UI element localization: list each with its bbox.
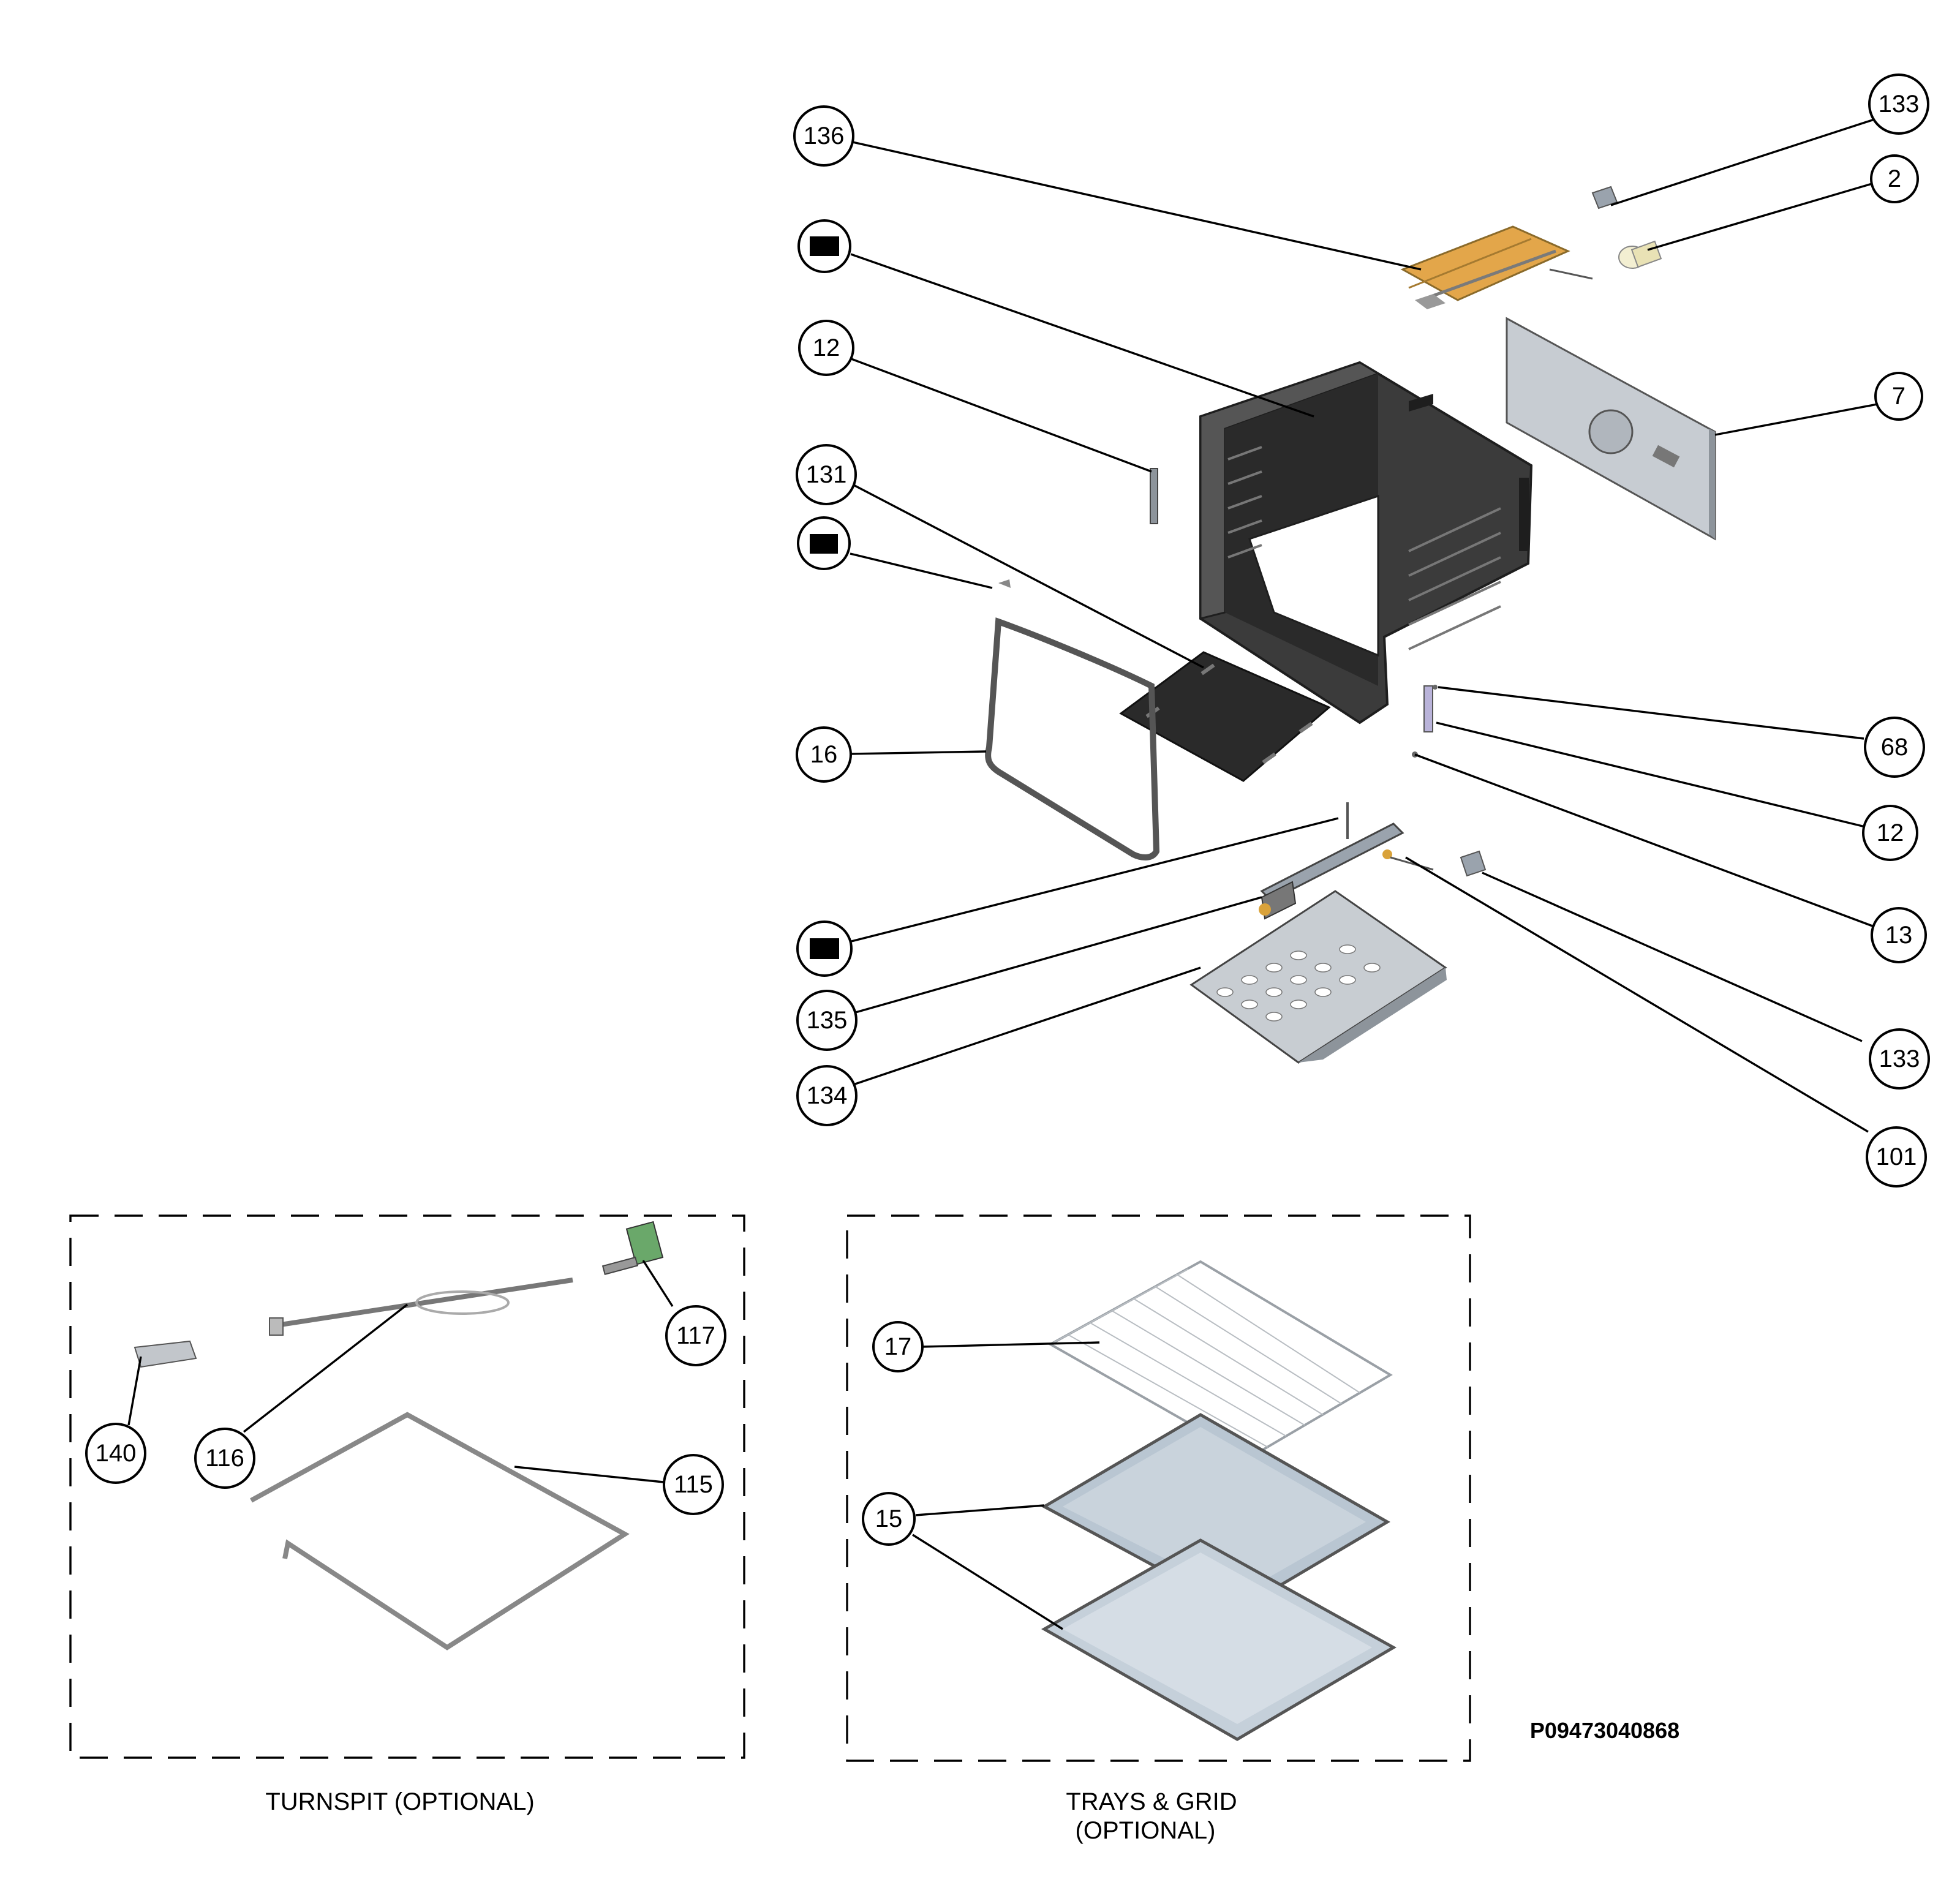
rear-panel-part bbox=[1506, 317, 1716, 541]
clip-lower-part bbox=[1460, 850, 1487, 877]
callout-12-lower: 12 bbox=[1862, 805, 1918, 861]
svg-text:68: 68 bbox=[1881, 734, 1909, 761]
callout-unnumbered-1 bbox=[797, 219, 851, 273]
svg-text:13: 13 bbox=[1885, 922, 1913, 949]
turnspit-dashed-box bbox=[69, 1214, 745, 1759]
svg-text:117: 117 bbox=[676, 1322, 715, 1349]
turnspit-motor bbox=[601, 1221, 664, 1275]
side-bracket-part bbox=[1412, 685, 1438, 758]
callout-131: 131 bbox=[796, 444, 857, 505]
svg-text:140: 140 bbox=[96, 1440, 137, 1467]
callout-7: 7 bbox=[1874, 372, 1923, 421]
top-heater-element bbox=[1400, 225, 1593, 309]
trays-caption-line2: (OPTIONAL) bbox=[1076, 1817, 1216, 1844]
callout-unnumbered-3 bbox=[796, 920, 853, 977]
oven-cavity bbox=[1199, 361, 1533, 725]
callout-68: 68 bbox=[1864, 717, 1925, 778]
svg-text:101: 101 bbox=[1876, 1143, 1917, 1170]
door-seal-gasket bbox=[985, 617, 1160, 860]
svg-text:131: 131 bbox=[806, 461, 847, 488]
svg-text:2: 2 bbox=[1888, 165, 1901, 192]
callout-117: 117 bbox=[665, 1305, 726, 1366]
bottom-tray-part bbox=[1189, 890, 1447, 1064]
svg-text:135: 135 bbox=[807, 1007, 848, 1034]
leader-lines bbox=[127, 118, 1878, 1630]
svg-text:116: 116 bbox=[205, 1445, 244, 1472]
svg-text:7: 7 bbox=[1892, 383, 1905, 410]
svg-text:15: 15 bbox=[875, 1505, 903, 1532]
drawing-code: P09473040868 bbox=[1530, 1718, 1679, 1743]
callout-15: 15 bbox=[862, 1492, 916, 1546]
bracket-part-upper bbox=[1150, 468, 1158, 524]
callout-133-lower: 133 bbox=[1869, 1028, 1930, 1090]
turnspit-caption: TURNSPIT (OPTIONAL) bbox=[265, 1788, 534, 1815]
wire-grid bbox=[1047, 1260, 1393, 1459]
svg-text:16: 16 bbox=[810, 741, 838, 768]
callout-136: 136 bbox=[793, 105, 854, 167]
svg-text:133: 133 bbox=[1879, 1045, 1920, 1072]
svg-text:133: 133 bbox=[1879, 91, 1920, 118]
svg-text:134: 134 bbox=[807, 1082, 848, 1109]
callout-133-top: 133 bbox=[1868, 73, 1929, 135]
callout-13: 13 bbox=[1871, 907, 1927, 963]
svg-text:115: 115 bbox=[674, 1471, 713, 1498]
rear-wall-plate bbox=[1119, 651, 1331, 782]
callout-101: 101 bbox=[1866, 1126, 1927, 1188]
callout-2: 2 bbox=[1870, 154, 1919, 203]
callout-unnumbered-2 bbox=[797, 516, 851, 570]
callout-115: 115 bbox=[663, 1454, 724, 1515]
svg-text:136: 136 bbox=[804, 122, 845, 149]
turnspit-skewer bbox=[269, 1278, 573, 1336]
callout-17: 17 bbox=[872, 1321, 924, 1372]
svg-text:17: 17 bbox=[884, 1333, 912, 1360]
callout-135: 135 bbox=[796, 990, 858, 1051]
trays-caption-line1: TRAYS & GRID bbox=[1066, 1788, 1237, 1815]
baking-tray-lower bbox=[1041, 1538, 1397, 1741]
turnspit-handle bbox=[134, 1340, 197, 1368]
lamp-holder-part bbox=[1618, 240, 1662, 269]
svg-text:12: 12 bbox=[813, 334, 840, 361]
svg-text:12: 12 bbox=[1877, 819, 1904, 846]
trays-dashed-box bbox=[846, 1214, 1471, 1762]
turnspit-frame bbox=[250, 1412, 630, 1651]
callout-140: 140 bbox=[85, 1423, 146, 1484]
bottom-heater-element bbox=[1259, 802, 1434, 920]
callout-134: 134 bbox=[796, 1065, 858, 1126]
callout-16: 16 bbox=[796, 726, 852, 783]
small-screw-part bbox=[998, 579, 1011, 588]
callout-116: 116 bbox=[194, 1428, 255, 1489]
callout-12-upper: 12 bbox=[798, 320, 854, 376]
